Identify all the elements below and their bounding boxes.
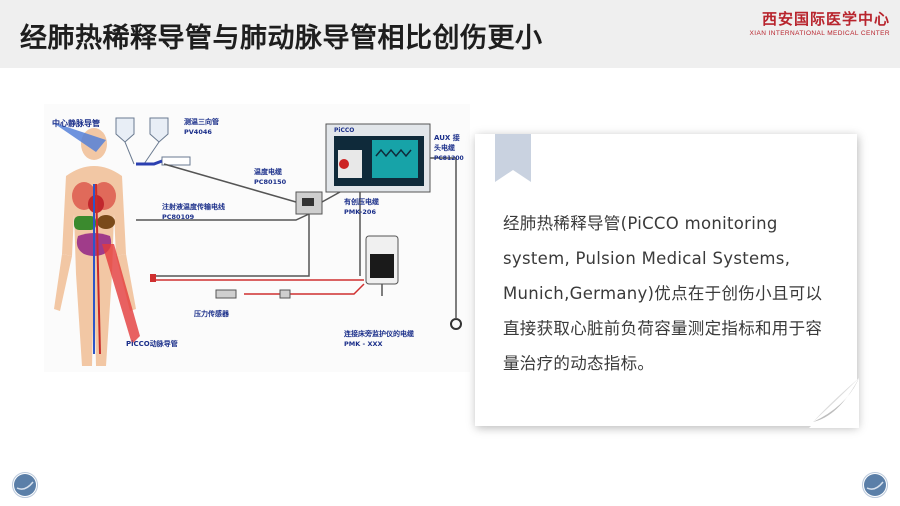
note-card: 经肺热稀释导管(PiCCO monitoring system, Pulsion… <box>475 134 859 428</box>
label-aux-code: PC81200 <box>434 155 464 162</box>
label-arterial: PiCCO动脉导管 <box>126 339 178 348</box>
note-body-text: 经肺热稀释导管(PiCCO monitoring system, Pulsion… <box>503 214 823 373</box>
page-curl-decoration <box>809 378 859 428</box>
label-temp-cable: 温度电缆 <box>254 167 282 176</box>
bookmark-ribbon-icon <box>495 134 531 182</box>
fluid-bag-icon <box>365 235 399 285</box>
label-aux-2: 头电缆 <box>434 143 455 152</box>
label-injectate: 注射液温度传输电线 <box>162 202 225 211</box>
logo-chinese-name: 西安国际医学中心 <box>761 10 890 28</box>
label-monitor: PiCCO <box>334 127 354 134</box>
iv-bag-icons <box>115 117 191 166</box>
header-bar: 经肺热稀释导管与肺动脉导管相比创伤更小 西安国际医学中心 XIAN INTERN… <box>0 0 900 68</box>
human-body-figure <box>52 122 140 366</box>
label-threeway-code: PV4046 <box>184 128 212 136</box>
logo-english-name: XIAN INTERNATIONAL MEDICAL CENTER <box>749 30 890 37</box>
label-pressure: 压力传感器 <box>194 309 230 318</box>
decor-circle-right <box>862 472 888 498</box>
label-injectate-code: PC80109 <box>162 213 195 221</box>
decor-circle-left <box>12 472 38 498</box>
brand-logo: 西安国际医学中心 XIAN INTERNATIONAL MEDICAL CENT… <box>750 8 890 37</box>
label-bedside-code: PMK - XXX <box>344 340 383 348</box>
picco-setup-diagram: 中心静脉导管 测温三向管 PV4046 温度电缆 PC80150 注射液温度传输… <box>44 104 470 372</box>
label-invasive-code: PMK-206 <box>344 208 376 216</box>
label-temp-cable-code: PC80150 <box>254 178 287 186</box>
label-bedside: 连接床旁监护仪的电缆 <box>344 329 414 338</box>
label-threeway: 测温三向管 <box>184 117 219 126</box>
label-cvc: 中心静脉导管 <box>52 118 100 128</box>
picco-monitor-icon <box>325 123 431 193</box>
label-aux: AUX 接 <box>434 133 460 142</box>
page-title: 经肺热稀释导管与肺动脉导管相比创伤更小 <box>20 23 543 54</box>
label-invasive: 有创压电缆 <box>344 197 379 206</box>
